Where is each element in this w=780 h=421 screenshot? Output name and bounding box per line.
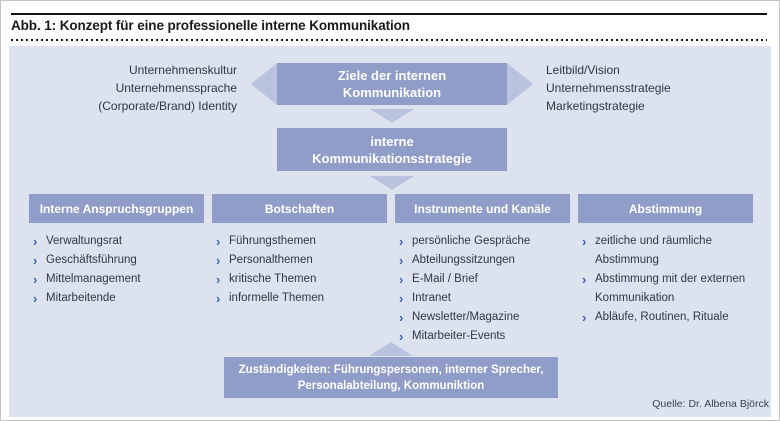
context-line: Leitbild/Vision xyxy=(546,63,620,77)
chevron-bullet-icon: › xyxy=(399,329,404,344)
chevron-bullet-icon: › xyxy=(399,310,404,325)
arrow-left-icon xyxy=(251,63,277,105)
chevron-bullet-icon: › xyxy=(216,234,221,249)
goals-box: Ziele der internen Kommunikation xyxy=(277,63,507,105)
diagram-panel: Unternehmenskultur Unternehmenssprache (… xyxy=(9,46,771,417)
arrow-up-icon xyxy=(369,342,413,356)
list-item-label: Personalthemen xyxy=(229,254,313,266)
right-context-text: Leitbild/Vision Unternehmensstrategie Ma… xyxy=(546,61,756,115)
title-top-rule xyxy=(11,13,767,15)
chevron-bullet-icon: › xyxy=(582,234,587,249)
chevron-bullet-icon: › xyxy=(399,291,404,306)
column-4: Abstimmung › zeitliche und räumliche Absti… xyxy=(578,194,753,346)
list-item-label: kritische Themen xyxy=(229,273,317,285)
chevron-bullet-icon: › xyxy=(33,253,38,268)
responsibilities-box: Zuständigkeiten: Führungspersonen, inter… xyxy=(224,357,558,398)
list-item-label: Geschäftsführung xyxy=(46,254,137,266)
list-item: › persönliche Gespräche xyxy=(399,232,570,251)
list-item: › E-Mail / Brief xyxy=(399,270,570,289)
list-item: › Mittelmanagement xyxy=(33,270,204,289)
list-item-label: Führungsthemen xyxy=(229,235,316,247)
list-item: › informelle Themen xyxy=(216,289,387,308)
list-item-label: Abteilungssitzungen xyxy=(412,254,515,266)
list-item-label: E-Mail / Brief xyxy=(412,273,478,285)
box-text-line: Ziele der internen xyxy=(337,68,447,83)
list-item-label: Intranet xyxy=(412,292,451,304)
list-item-label: Verwaltungsrat xyxy=(46,235,123,247)
context-line: Marketingstrategie xyxy=(546,99,645,113)
context-line: (Corporate/Brand) Identity xyxy=(98,99,237,113)
arrow-down-icon xyxy=(370,109,414,123)
list-item-label: Mitarbeiter-Events xyxy=(412,330,506,342)
list-item-label: persönliche Gespräche xyxy=(412,235,531,247)
list-item: › zeitliche und räumliche Abstimmung xyxy=(582,232,753,270)
list-item-label: zeitliche und räumliche Abstimmung xyxy=(595,235,712,266)
columns-row: Interne Anspruchsgruppen›Verwaltungsrat›… xyxy=(29,194,753,346)
left-context-text: Unternehmenskultur Unternehmenssprache (… xyxy=(39,61,237,115)
chevron-bullet-icon: › xyxy=(216,253,221,268)
list-item: › Mitarbeiter-Events xyxy=(399,327,570,346)
box-text-line: Kommunikationsstrategie xyxy=(312,150,472,166)
chevron-bullet-icon: › xyxy=(582,272,587,287)
list-item: › Verwaltungsrat xyxy=(33,232,204,251)
list-item: › Intranet xyxy=(399,289,570,308)
column-3: Instrumente und Kanäle › persönliche Gespr… xyxy=(395,194,570,346)
list-item: › Personalthemen xyxy=(216,251,387,270)
column-list: › persönliche Gespräche › Abteilungssitzung… xyxy=(395,232,570,346)
list-item: › Abteilungssitzungen xyxy=(399,251,570,270)
list-item-label: Mittelmanagement xyxy=(46,273,141,285)
arrow-right-icon xyxy=(507,63,533,105)
figure-title: Abb. 1: Konzept für eine professionelle … xyxy=(11,18,410,33)
box-text-line: interne xyxy=(370,133,414,149)
context-line: Unternehmenskultur xyxy=(128,63,237,77)
column-2: Botschaften › Führungsthemen › Personaltheme… xyxy=(212,194,387,346)
list-item-label: informelle Themen xyxy=(229,292,325,304)
chevron-bullet-icon: › xyxy=(399,234,404,249)
list-item: › Mitarbeitende xyxy=(33,289,204,308)
chevron-bullet-icon: › xyxy=(33,234,38,249)
box-text-line: Kommunikation xyxy=(342,85,442,100)
source-caption: Quelle: Dr. Albena Björck xyxy=(652,398,769,410)
column-list: › Verwaltungsrat › Geschäftsführung › Mittelm… xyxy=(29,232,204,308)
chevron-bullet-icon: › xyxy=(399,272,404,287)
list-item-label: Mitarbeitende xyxy=(46,292,116,304)
column-1: Interne Anspruchsgruppen›Verwaltungsrat›… xyxy=(29,194,204,346)
list-item-label: Abläufe, Routinen, Rituale xyxy=(595,311,729,323)
arrow-down-icon xyxy=(370,176,414,190)
chevron-bullet-icon: › xyxy=(399,253,404,268)
box-text-line: Personalabteilung, Kommuniktion xyxy=(297,379,485,392)
list-item: › kritische Themen xyxy=(216,270,387,289)
chevron-bullet-icon: › xyxy=(582,310,587,325)
title-dotted-rule xyxy=(11,39,767,41)
column-header: Interne Anspruchsgruppen xyxy=(29,194,204,223)
list-item: › Newsletter/Magazine xyxy=(399,308,570,327)
column-header: Instrumente und Kanäle xyxy=(395,194,570,223)
list-item: › Führungsthemen xyxy=(216,232,387,251)
context-line: Unternehmensstrategie xyxy=(546,81,671,95)
strategy-box: interne Kommunikationsstrategie xyxy=(277,128,507,171)
column-header: Botschaften xyxy=(212,194,387,223)
list-item: › Geschäftsführung xyxy=(33,251,204,270)
column-list: › zeitliche und räumliche Abstimmung › Abst… xyxy=(578,232,753,327)
chevron-bullet-icon: › xyxy=(216,291,221,306)
chevron-bullet-icon: › xyxy=(33,272,38,287)
chevron-bullet-icon: › xyxy=(33,291,38,306)
column-list: › Führungsthemen › Personalthemen › kritische… xyxy=(212,232,387,308)
list-item-label: Abstimmung mit der externen Kommunikatio… xyxy=(595,273,746,304)
column-header: Abstimmung xyxy=(578,194,753,223)
box-text-line: Zuständigkeiten: Führungspersonen, inter… xyxy=(238,363,544,376)
list-item-label: Newsletter/Magazine xyxy=(412,311,520,323)
list-item: › Abstimmung mit der externen Kommunikati… xyxy=(582,270,753,308)
list-item: › Abläufe, Routinen, Rituale xyxy=(582,308,753,327)
chevron-bullet-icon: › xyxy=(216,272,221,287)
context-line: Unternehmenssprache xyxy=(115,81,237,95)
